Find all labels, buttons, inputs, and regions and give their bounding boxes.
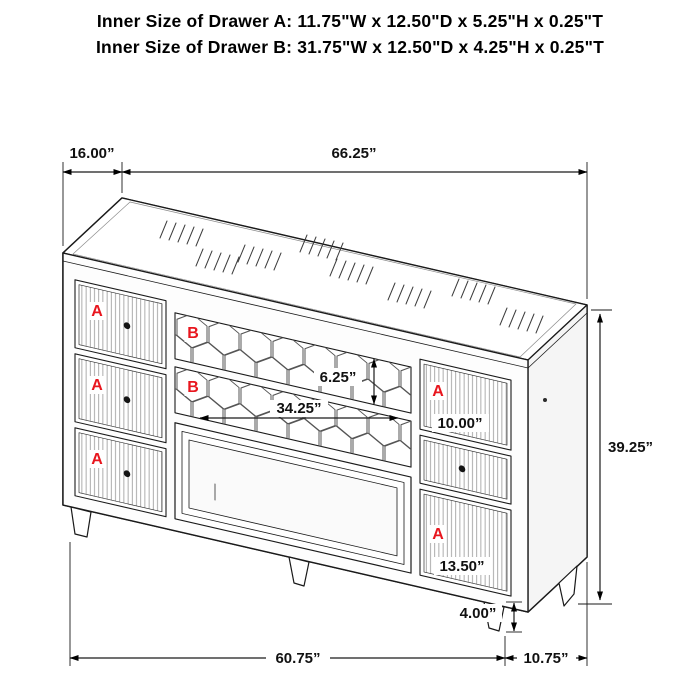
dim-text-right-bottom-drawer: 13.50”: [439, 558, 484, 575]
svg-text:A: A: [432, 526, 444, 543]
label-drawer-b-1: B: [184, 324, 202, 342]
drawer-knob: [123, 470, 131, 478]
dim-text-bottom-width: 60.75”: [275, 650, 320, 667]
dim-text-bottom-depth: 10.75”: [523, 650, 568, 667]
dim-text-leg-height: 4.00”: [460, 605, 497, 622]
label-drawer-b-2: B: [184, 378, 202, 396]
dim-text-overall-height: 39.25”: [608, 439, 653, 456]
drawer-knob: [123, 322, 131, 330]
dim-text-drawer-b-width: 34.25”: [276, 400, 321, 417]
drawer-knob: [123, 396, 131, 404]
drawer-b-1: [174, 312, 412, 414]
svg-text:A: A: [432, 383, 444, 400]
dimension-right-top-drawer: 10.00”: [432, 414, 489, 432]
leg-back-right: [558, 565, 578, 607]
label-drawer-a-left-1: A: [88, 302, 106, 320]
dimension-drawer-b-width: 34.25”: [199, 400, 399, 421]
dimension-leg-height: 4.00”: [455, 601, 522, 633]
dim-text-top-width: 66.25”: [331, 145, 376, 162]
header: Inner Size of Drawer A: 11.75"W x 12.50"…: [0, 8, 700, 60]
leg-front-middle: [288, 556, 310, 587]
dimension-overall-height: 39.25”: [578, 309, 653, 605]
dimension-top-depth: 16.00”: [62, 145, 123, 246]
label-drawer-a-left-2: A: [88, 376, 106, 394]
dimension-bottom-depth: 10.75”: [504, 562, 588, 667]
dimension-annotations: 16.00” 66.25” 6.25” 34.25”: [62, 145, 653, 667]
dimension-top-width: 66.25”: [121, 145, 588, 299]
dim-text-top-depth: 16.00”: [69, 145, 114, 162]
header-line-drawer-a: Inner Size of Drawer A: 11.75"W x 12.50"…: [96, 11, 604, 31]
header-line-drawer-b: Inner Size of Drawer B: 31.75"W x 12.50"…: [96, 37, 604, 57]
side-panel-dot: [543, 398, 547, 402]
dresser-side-panel: [527, 304, 588, 613]
open-compartment: [174, 422, 412, 574]
drawer-right-middle: [419, 434, 512, 505]
dimension-right-bottom-drawer: 13.50”: [434, 557, 491, 575]
dim-text-right-top-drawer: 10.00”: [437, 415, 482, 432]
leg-front-left: [70, 506, 92, 538]
svg-text:B: B: [187, 325, 199, 342]
svg-text:A: A: [91, 303, 103, 320]
dim-text-drawer-b-height: 6.25”: [320, 369, 357, 386]
drawer-knob: [458, 465, 466, 473]
label-drawer-a-left-3: A: [88, 450, 106, 468]
drawer-letter-labels: A A A B B A A: [88, 302, 447, 543]
label-drawer-a-right-top: A: [429, 382, 447, 400]
dimension-drawer-b-height: 6.25”: [314, 358, 377, 405]
svg-text:A: A: [91, 451, 103, 468]
dimension-bottom-width: 60.75”: [69, 542, 506, 667]
label-drawer-a-right-bottom: A: [429, 525, 447, 543]
svg-text:A: A: [91, 377, 103, 394]
svg-text:B: B: [187, 379, 199, 396]
dresser-front-face: [62, 252, 529, 613]
dresser-body: [62, 197, 588, 632]
